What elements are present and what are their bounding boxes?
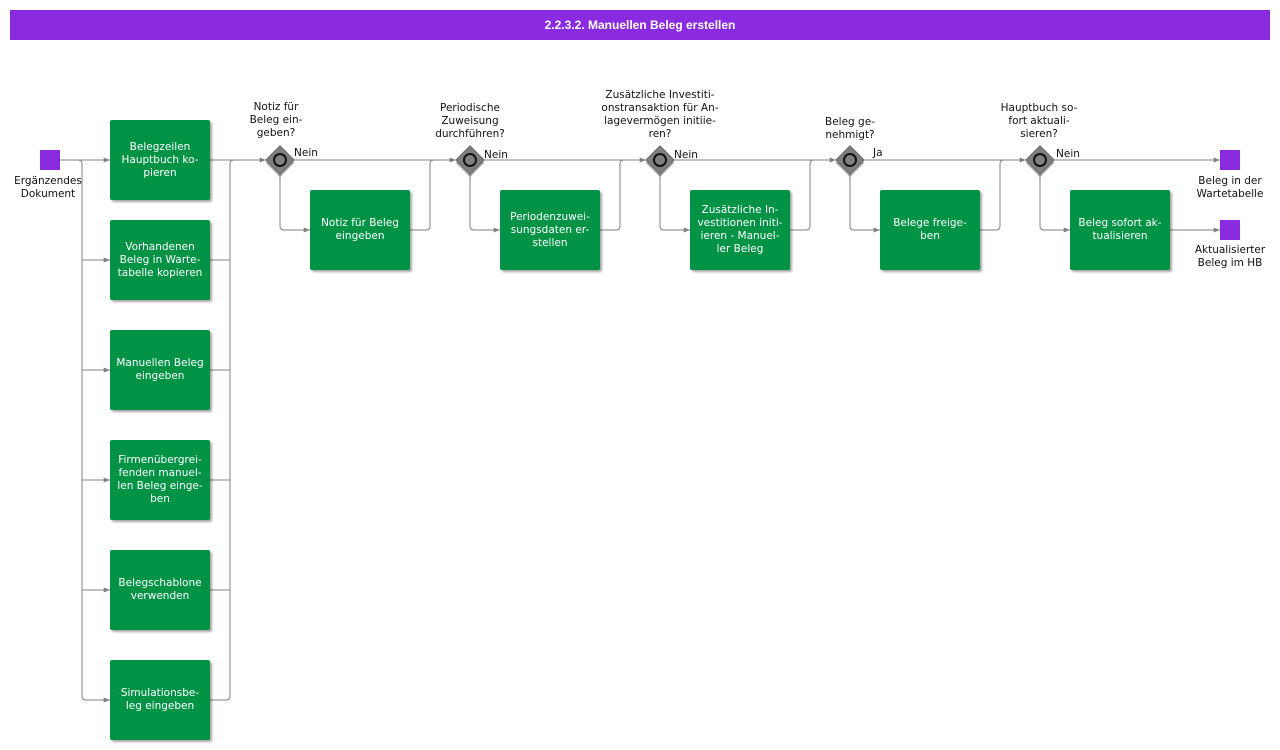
gateway xyxy=(455,145,485,177)
connector xyxy=(210,159,235,701)
connector xyxy=(600,159,625,231)
task-box[interactable]: Notiz für Beleg eingeben xyxy=(310,190,410,270)
task-box[interactable]: Manuellen Beleg eingeben xyxy=(110,330,210,410)
connector xyxy=(1039,174,1070,233)
task-box[interactable]: Belegschablone verwenden xyxy=(110,550,210,630)
task-box[interactable]: Beleg sofort ak- tualisieren xyxy=(1070,190,1170,270)
end-event xyxy=(1220,220,1240,240)
gateway xyxy=(835,145,865,177)
connector xyxy=(849,174,880,233)
branch-label: Nein xyxy=(674,149,698,161)
connector xyxy=(60,159,110,703)
gateway xyxy=(645,145,675,177)
task-box[interactable]: Firmenübergrei- fenden manuel- len Beleg… xyxy=(110,440,210,520)
end-event-label: Beleg in der Wartetabelle xyxy=(1196,175,1264,200)
gateway xyxy=(265,145,295,177)
connector xyxy=(469,174,500,233)
gateway xyxy=(1025,145,1055,177)
task-box[interactable]: Zusätzliche In- vestitionen initi- ieren… xyxy=(690,190,790,270)
start-event-label: Ergänzendes Dokument xyxy=(14,175,82,200)
connector xyxy=(659,174,690,233)
gateway-circle-icon xyxy=(273,153,287,167)
gateway-question: Periodische Zuweisung durchführen? xyxy=(435,102,505,140)
connector xyxy=(410,159,435,231)
task-box[interactable]: Vorhandenen Beleg in Warte- tabelle kopi… xyxy=(110,220,210,300)
gateway-question: Zusätzliche Investiti- onstransaktion fü… xyxy=(601,89,719,140)
connector xyxy=(790,159,815,231)
task-box[interactable]: Belege freige- ben xyxy=(880,190,980,270)
branch-label: Ja xyxy=(873,147,883,159)
gateway-circle-icon xyxy=(843,153,857,167)
task-box[interactable]: Simulationsbe- leg eingeben xyxy=(110,660,210,740)
gateway-circle-icon xyxy=(463,153,477,167)
gateway-question: Beleg ge- nehmigt? xyxy=(825,116,875,141)
task-box[interactable]: Periodenzuwei- sungsdaten er- stellen xyxy=(500,190,600,270)
gateway-question: Hauptbuch so- fort aktuali- sieren? xyxy=(1000,102,1078,140)
connectors xyxy=(60,157,1220,703)
gateway-circle-icon xyxy=(653,153,667,167)
gateway-circle-icon xyxy=(1033,153,1047,167)
connector xyxy=(980,159,1005,231)
task-box[interactable]: Belegzeilen Hauptbuch ko- pieren xyxy=(110,120,210,200)
diagram-title: 2.2.3.2. Manuellen Beleg erstellen xyxy=(10,10,1270,40)
branch-label: Nein xyxy=(1056,148,1080,160)
connector xyxy=(279,174,310,233)
end-event xyxy=(1220,150,1240,170)
start-event xyxy=(40,150,60,170)
gateway-question: Notiz für Beleg ein- geben? xyxy=(249,101,303,139)
end-event-label: Aktualisierter Beleg im HB xyxy=(1194,244,1266,269)
branch-label: Nein xyxy=(484,149,508,161)
branch-label: Nein xyxy=(294,147,318,159)
